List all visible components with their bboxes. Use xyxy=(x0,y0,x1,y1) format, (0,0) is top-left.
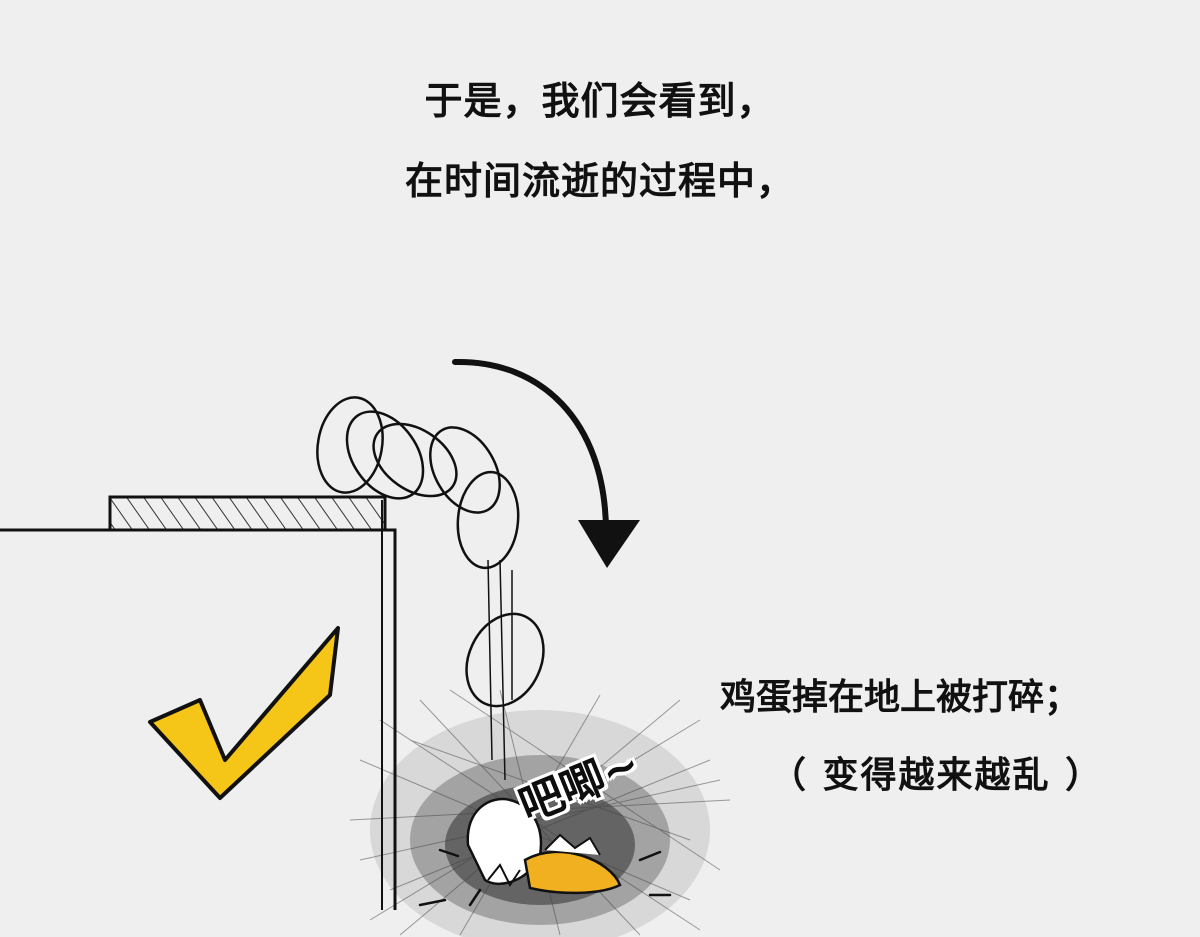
table-ledge xyxy=(0,495,397,910)
falling-egg-trail xyxy=(316,396,545,781)
caption-line-1: 于是，我们会看到， xyxy=(424,79,776,123)
caption-line-3: 鸡蛋掉在地上被打碎； xyxy=(720,677,1081,718)
caption-line-2: 在时间流逝的过程中， xyxy=(404,159,795,203)
broken-egg xyxy=(418,797,672,907)
checkmark-icon xyxy=(148,626,340,800)
caption-line-4: （ 变得越来越乱 ） xyxy=(770,755,1104,796)
curved-arrow-icon xyxy=(452,358,640,568)
